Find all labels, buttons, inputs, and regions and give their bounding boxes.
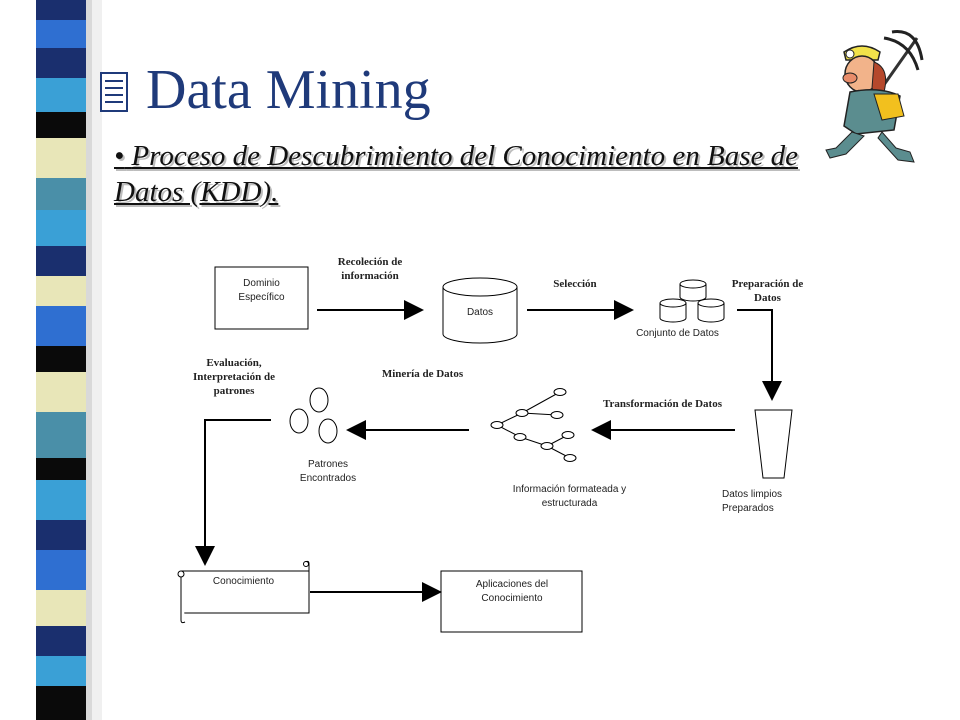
mineria-label: Minería de Datos [381,368,464,380]
conocimiento-scroll-icon [177,560,310,624]
aplicaciones-label: Aplicaciones del Conocimiento [475,579,549,604]
conjunto-label: Conjunto de Datos [636,328,719,339]
arrow-patrones-conocimiento [195,419,271,566]
datos-limpios-icon [754,409,793,479]
arrow-conjunto-limpios [737,309,782,401]
slide-title: Data Mining [100,62,431,118]
datos-cylinder-icon [442,277,518,344]
recoleccion-label: Recoleción de información [337,256,403,282]
stripe-pattern [0,0,110,720]
preparacion-label: Preparación de Datos [731,278,804,304]
list-bullet-icon [100,72,128,113]
slide-subtitle: • Proceso de Descubrimiento del Conocimi… [114,138,834,210]
patrones-label: Patrones Encontrados [299,459,357,484]
subtitle-text: Proceso de Descubrimiento del Conocimien… [114,140,798,208]
decorative-stripe-band [0,0,110,720]
slide-title-text: Data Mining [146,59,431,121]
dominio-box [214,266,309,330]
patrones-icon [289,387,338,444]
informacion-estructurada-icon [490,388,577,462]
info-label: Información formateada y estructurada [512,484,627,509]
limpios-label: Datos limpios Preparados [722,489,783,514]
evaluacion-label: Evaluación, Interpretación de patrones [193,357,275,397]
conjunto-datos-icon [659,279,725,323]
conocimiento-label: Conocimiento [212,576,275,587]
seleccion-label: Selección [553,278,597,290]
subtitle-bullet: • [114,140,125,172]
transformacion-label: Transformación de Datos [603,398,722,410]
datos-label: Datos [466,307,494,318]
miner-clipart-icon [825,30,924,163]
dominio-label: Dominio Específico [238,278,285,303]
aplicaciones-box [440,570,583,633]
